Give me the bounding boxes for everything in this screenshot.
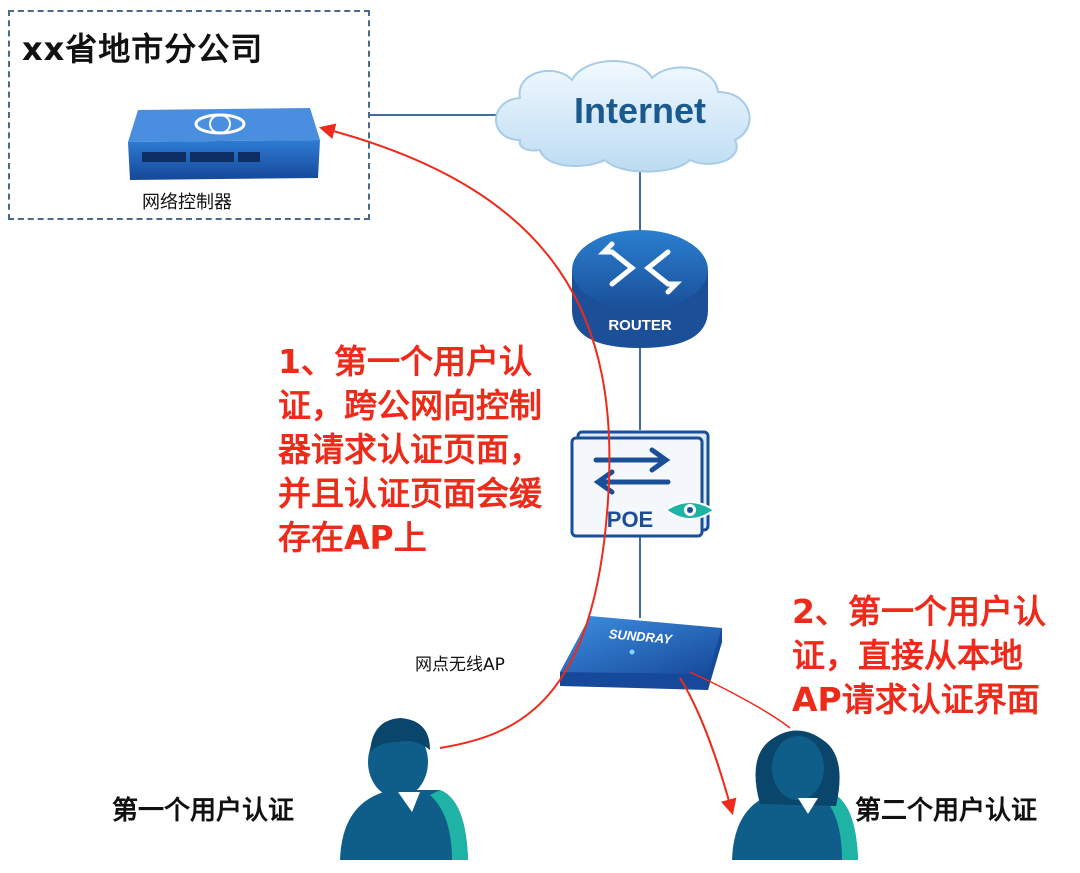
flow-arrow-user1-to-controller (318, 123, 611, 749)
auth-flow-arrows (318, 123, 791, 816)
network-links (370, 114, 641, 618)
flow-arrow-ap-to-user2 (679, 677, 737, 816)
user2-avatar-icon (732, 730, 858, 860)
note-step-1: 1、第一个用户认 证，跨公网向控制 器请求认证页面， 并且认证页面会缓 存在AP… (278, 340, 578, 560)
router-icon (572, 230, 708, 348)
branch-title: xx省地市分公司 (22, 30, 264, 68)
note2-line: 证，直接从本地 (792, 636, 1023, 675)
note1-line: 证，跨公网向控制 (278, 386, 542, 425)
network-controller-icon (128, 108, 320, 180)
poe-switch-icon (570, 430, 716, 538)
flow-line-ap-user2 (689, 671, 791, 729)
internet-label: Internet (574, 90, 706, 131)
router-label: ROUTER (608, 317, 672, 334)
note2-line: 2、第一个用户认 (792, 592, 1046, 631)
branch-office-box (8, 10, 370, 220)
note1-line: 并且认证页面会缓 (278, 474, 542, 513)
user2-label: 第二个用户认证 (855, 796, 1038, 826)
note1-line: 器请求认证页面， (278, 430, 542, 469)
user1-label: 第一个用户认证 (112, 796, 295, 826)
poe-label: POE (607, 507, 653, 532)
wireless-ap-icon (560, 616, 722, 690)
ap-brand-label: SUNDRAY (608, 626, 674, 647)
note2-line: AP请求认证界面 (792, 680, 1040, 719)
note1-line: 1、第一个用户认 (278, 342, 532, 381)
ap-label: 网点无线AP (415, 655, 505, 675)
controller-label: 网络控制器 (142, 192, 232, 213)
note1-line: 存在AP上 (278, 518, 427, 557)
internet-cloud-icon (495, 60, 751, 173)
note-step-2: 2、第一个用户认 证，直接从本地 AP请求认证界面 (792, 590, 1080, 722)
user1-avatar-icon (340, 718, 468, 860)
